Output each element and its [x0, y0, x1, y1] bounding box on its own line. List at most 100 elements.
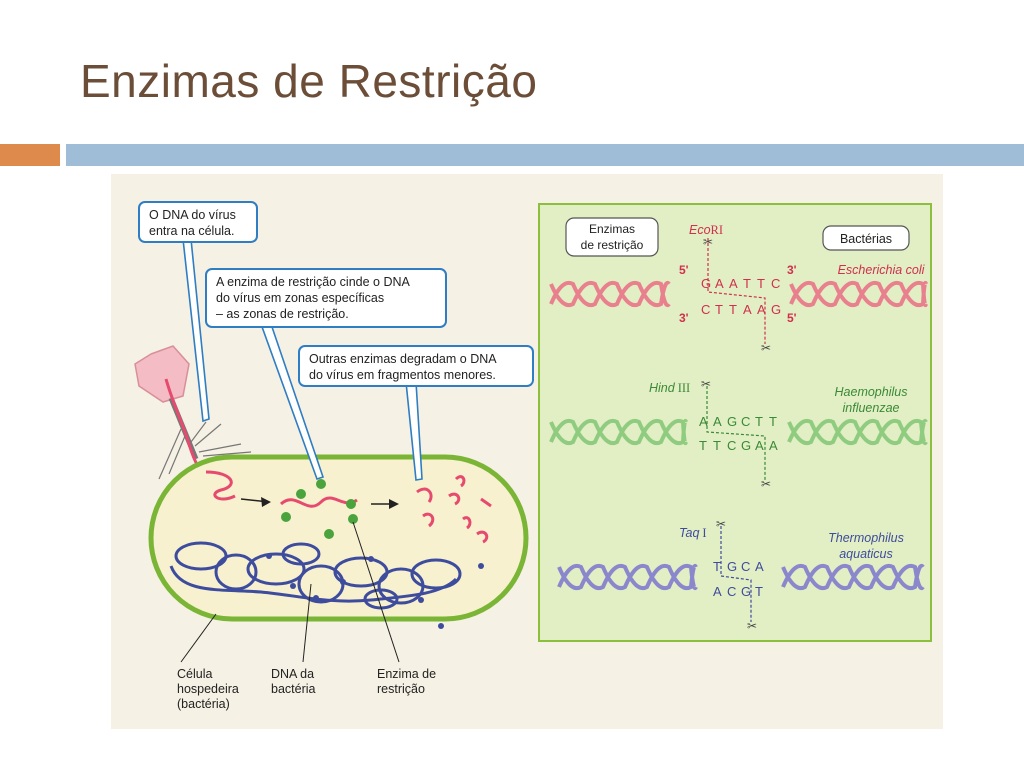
restriction-enzyme-dot [348, 514, 358, 524]
dna-marker [266, 553, 272, 559]
cut-site-line [706, 386, 766, 480]
phage-fiber [168, 435, 186, 475]
process-arrow-2-head [389, 499, 399, 509]
callout-line: do vírus em zonas específicas [216, 291, 384, 305]
base: T [743, 276, 751, 291]
organism-name: influenzae [843, 401, 900, 415]
callout-line: entra na célula. [149, 224, 234, 238]
callout-box [138, 201, 258, 243]
viral-dna-fragments [416, 475, 492, 544]
base: A [713, 414, 722, 429]
base: A [715, 276, 724, 291]
dna-fragment [476, 530, 489, 544]
restriction-enzyme-dot [316, 479, 326, 489]
base: A [757, 302, 766, 317]
strand-end-3p: 3' [787, 263, 797, 277]
top-sequence: A A G C T T [699, 414, 777, 429]
accent-bar-blue [66, 144, 1024, 166]
callout-degradation: Outras enzimas degradam o DNA do vírus e… [298, 345, 534, 481]
base: T [769, 414, 777, 429]
label-host-cell: Célula [177, 667, 212, 681]
restriction-enzyme-dot [281, 512, 291, 522]
figure-svg: O DNA do vírus entra na célula. A enzima… [134, 201, 932, 711]
enzyme-name-suffix: RI [711, 223, 724, 237]
base: A [755, 559, 764, 574]
label-host-cell: hospedeira [177, 682, 239, 696]
label-host-cell: (bactéria) [177, 697, 230, 711]
cut-site-line [720, 526, 752, 622]
scissors-icon: ✂ [761, 477, 771, 491]
top-sequence: G A A T T C [701, 276, 780, 291]
strand-end-5p: 5' [679, 263, 689, 277]
dna-loop [246, 552, 306, 586]
tag-bacteria: Bactérias [822, 225, 910, 251]
callout-box [205, 268, 447, 328]
base: G [727, 559, 737, 574]
bacterial-dna-coil [169, 541, 462, 610]
enzyme-name-suffix: III [678, 381, 691, 395]
viral-dna-entering [205, 470, 236, 501]
base: G [727, 414, 737, 429]
dna-fragment [422, 512, 435, 528]
phage-fiber [202, 451, 252, 457]
enzyme-name-italic: Taq [679, 526, 699, 540]
organism-name: Escherichia coli [838, 263, 926, 277]
phage-fiber [194, 423, 222, 447]
callout-virus-enters: O DNA do vírus entra na célula. [138, 201, 258, 423]
viral-dna-cut [279, 496, 358, 508]
phage-fiber [158, 428, 182, 480]
enzyme-name: EcoRI [689, 223, 723, 237]
phage-fiber [190, 421, 207, 443]
dna-fragment [462, 516, 472, 530]
callout-line: A enzima de restrição cinde o DNA [216, 275, 411, 289]
base: G [741, 584, 751, 599]
figure-leader-lines [180, 521, 400, 663]
base: T [713, 559, 721, 574]
phage-fiber [198, 443, 242, 453]
bacterial-dna-markers [266, 553, 484, 629]
organism-name: aquaticus [839, 547, 893, 561]
base: C [701, 302, 710, 317]
dna-marker [290, 583, 296, 589]
dna-marker [478, 563, 484, 569]
scissors-icon: ✂ [761, 341, 771, 355]
restriction-enzyme-dot [324, 529, 334, 539]
top-sequence: T G C A [713, 559, 764, 574]
left-bottom-labels: Célula hospedeira (bactéria) DNA da bact… [177, 667, 436, 711]
base: T [755, 414, 763, 429]
callout-line: Outras enzimas degradam o DNA [309, 352, 497, 366]
bacteriophage [134, 345, 252, 481]
base: G [771, 302, 781, 317]
phage-head [134, 345, 190, 403]
base: A [729, 276, 738, 291]
base: C [741, 559, 750, 574]
dna-loop [410, 558, 462, 590]
scissors-icon: ✂ [703, 235, 713, 249]
callout-enzyme-cuts: A enzima de restrição cinde o DNA do vír… [205, 268, 447, 481]
double-helix-left [549, 419, 688, 445]
base: G [701, 276, 711, 291]
tag-box [565, 217, 659, 257]
row-ecori: 5' 3' 3' 5' G A A T T C C T T A A G ✂ ✂ … [549, 223, 928, 355]
callout-pointer [182, 238, 210, 423]
base: T [715, 302, 723, 317]
strand-end-3p: 3' [679, 311, 689, 325]
accent-bar-orange [0, 144, 60, 166]
organism-name: Haemophilus [835, 385, 908, 399]
process-arrow-1-head [261, 497, 271, 507]
restriction-enzyme-figure: O DNA do vírus entra na célula. A enzima… [111, 174, 943, 729]
tag-enzymes: Enzimas de restrição [565, 217, 659, 257]
base: T [729, 302, 737, 317]
dna-strand [169, 565, 458, 603]
dna-marker [340, 579, 346, 585]
strand-end-5p: 5' [787, 311, 797, 325]
dna-fragment [416, 487, 433, 503]
base: C [741, 414, 750, 429]
label-bacterial-dna: bactéria [271, 682, 316, 696]
base: T [755, 584, 763, 599]
base: T [713, 438, 721, 453]
dna-fragment [454, 475, 466, 488]
